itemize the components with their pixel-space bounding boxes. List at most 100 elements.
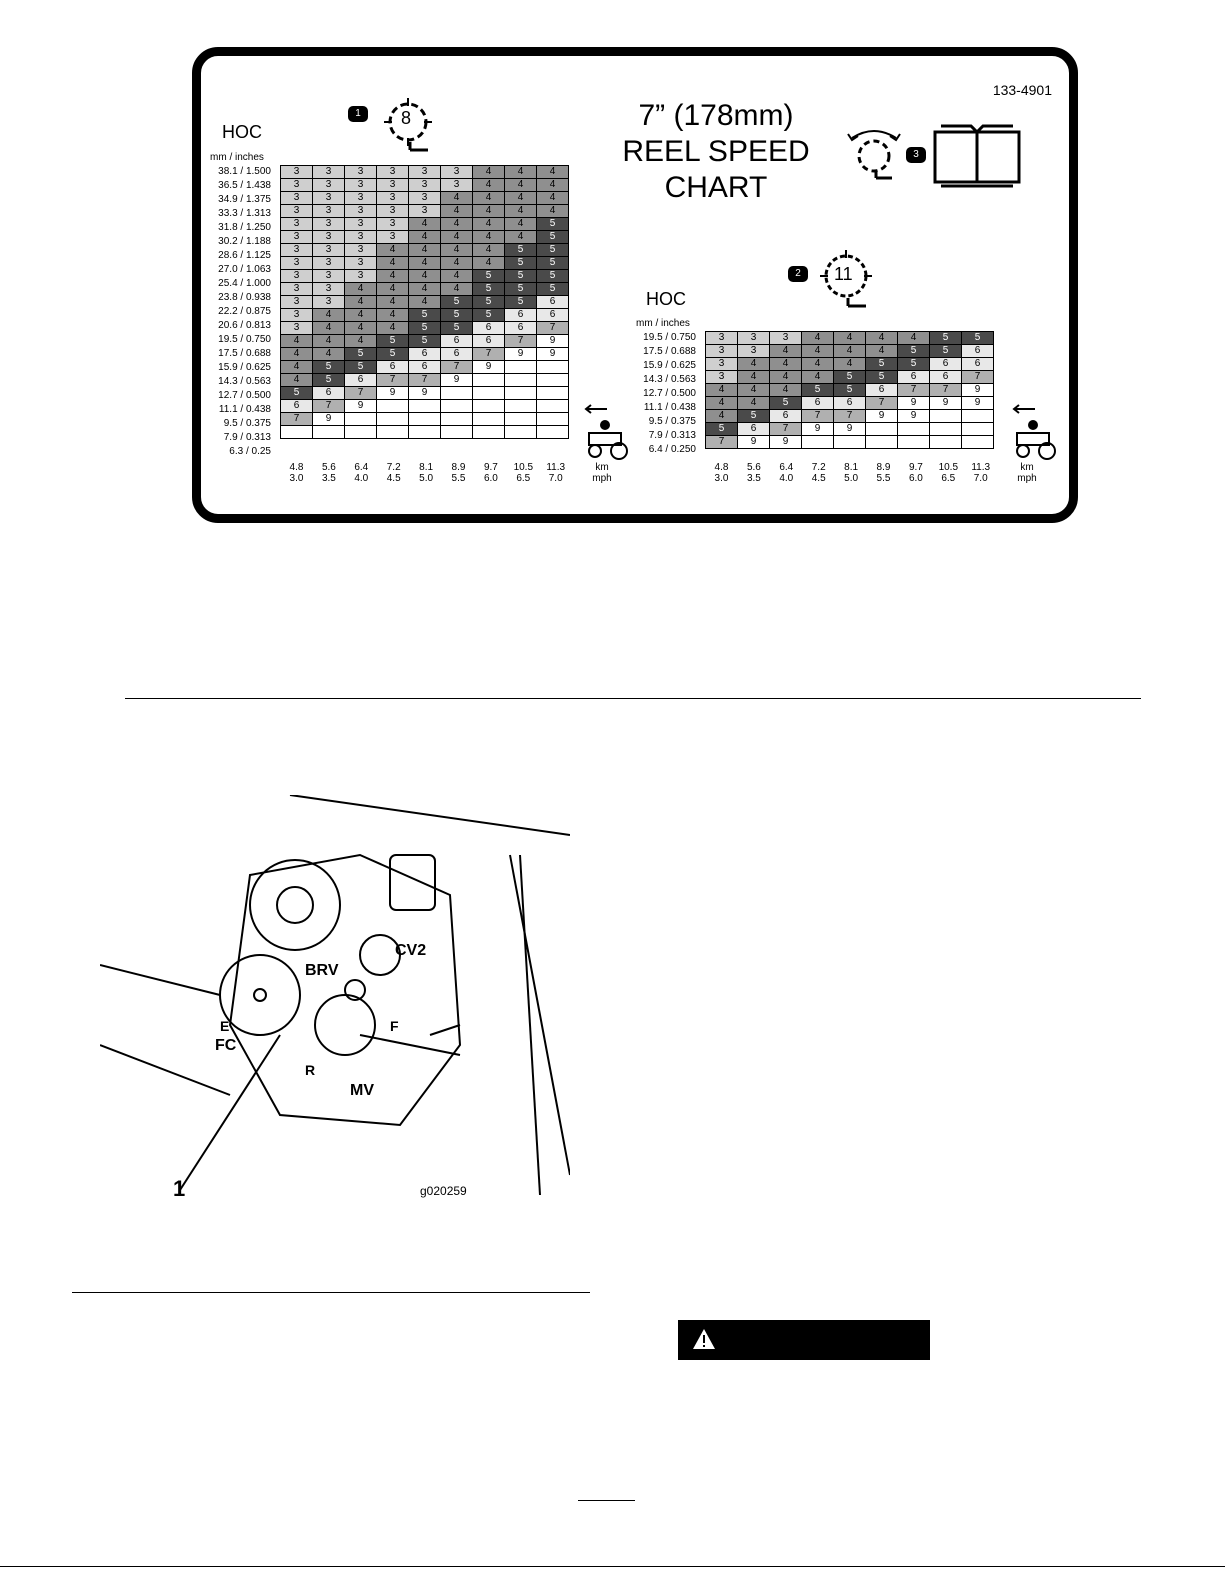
table-cell: 4: [376, 282, 409, 296]
table-cell: 4: [376, 243, 409, 257]
reel-8-blade-group: 1 8: [346, 98, 456, 160]
table-cell: [865, 422, 898, 436]
table-cell: 7: [408, 373, 441, 387]
mph-tick: 3.0: [289, 473, 304, 484]
row-label: 36.5 / 1.438: [218, 180, 271, 191]
table-cell: 4: [408, 243, 441, 257]
table-cell: [929, 435, 962, 449]
table-cell: 4: [801, 370, 834, 384]
table-cell: 7: [705, 435, 738, 449]
table-cell: [376, 412, 409, 426]
table-cell: 3: [737, 344, 770, 358]
table-cell: 4: [536, 204, 569, 218]
km-tick: 4.8: [714, 462, 729, 473]
warning-triangle-icon: [693, 1329, 715, 1349]
table-cell: 9: [801, 422, 834, 436]
table-cell: 9: [737, 435, 770, 449]
table-cell: [897, 435, 930, 449]
mph-tick: 5.0: [419, 473, 434, 484]
table-cell: 6: [801, 396, 834, 410]
table-cell: 6: [865, 383, 898, 397]
table-cell: 5: [536, 282, 569, 296]
table-cell: 4: [440, 269, 473, 283]
table-cell: 3: [312, 282, 345, 296]
table-cell: 5: [312, 360, 345, 374]
table-cell: 4: [833, 344, 866, 358]
table-cell: 5: [536, 269, 569, 283]
table-cell: [929, 422, 962, 436]
row-label: 27.0 / 1.063: [218, 264, 271, 275]
table-cell: 3: [376, 204, 409, 218]
table-cell: 3: [312, 165, 345, 179]
table-cell: 4: [312, 347, 345, 361]
table-cell: [312, 425, 345, 439]
row-label: 25.4 / 1.000: [218, 278, 271, 289]
table-cell: [536, 373, 569, 387]
mph-tick: 5.0: [844, 473, 859, 484]
table-cell: 9: [344, 399, 377, 413]
warning-banner: [678, 1320, 930, 1360]
table-cell: 4: [865, 331, 898, 345]
table-cell: 4: [801, 344, 834, 358]
table-cell: 3: [312, 269, 345, 283]
table-cell: [376, 399, 409, 413]
mph-tick: 3.0: [714, 473, 729, 484]
table-cell: 6: [929, 370, 962, 384]
km-tick: 4.8: [289, 462, 304, 473]
km-tick: 8.1: [419, 462, 434, 473]
row-label: 34.9 / 1.375: [218, 194, 271, 205]
table-cell: 4: [312, 334, 345, 348]
mph-tick: 6.0: [908, 473, 923, 484]
table-cell: 9: [865, 409, 898, 423]
table-cell: 3: [344, 256, 377, 270]
part-number: 133-4901: [992, 82, 1052, 98]
hoc-label-1: HOC: [222, 122, 262, 142]
table-cell: 3: [280, 321, 313, 335]
table-cell: [536, 425, 569, 439]
table-cell: 5: [801, 383, 834, 397]
table-cell: 6: [440, 347, 473, 361]
table-cell: [376, 425, 409, 439]
table-cell: [961, 435, 994, 449]
table-cell: 5: [961, 331, 994, 345]
km-tick: 9.7: [908, 462, 923, 473]
label-r: R: [305, 1062, 315, 1078]
table-cell: 5: [504, 282, 537, 296]
table-cell: 3: [705, 357, 738, 371]
table-cell: [833, 435, 866, 449]
table-cell: 6: [472, 334, 505, 348]
mph-tick: 6.5: [941, 473, 956, 484]
mph-tick: 3.5: [746, 473, 761, 484]
table-cell: 6: [737, 422, 770, 436]
table-cell: 3: [312, 256, 345, 270]
table-cell: 7: [865, 396, 898, 410]
table-cell: 3: [312, 295, 345, 309]
km-tick: 11.3: [971, 462, 991, 473]
table-cell: 3: [344, 204, 377, 218]
table-cell: 4: [504, 178, 537, 192]
table-cell: [536, 399, 569, 413]
km-tick: 8.9: [451, 462, 466, 473]
table-cell: 5: [705, 422, 738, 436]
table-cell: 5: [769, 396, 802, 410]
hydraulic-manifold-figure: BRV CV2 FC MV R F E: [100, 795, 570, 1196]
table-cell: 4: [769, 370, 802, 384]
table-cell: 4: [344, 334, 377, 348]
table-cell: 6: [312, 386, 345, 400]
table-cell: 4: [376, 295, 409, 309]
